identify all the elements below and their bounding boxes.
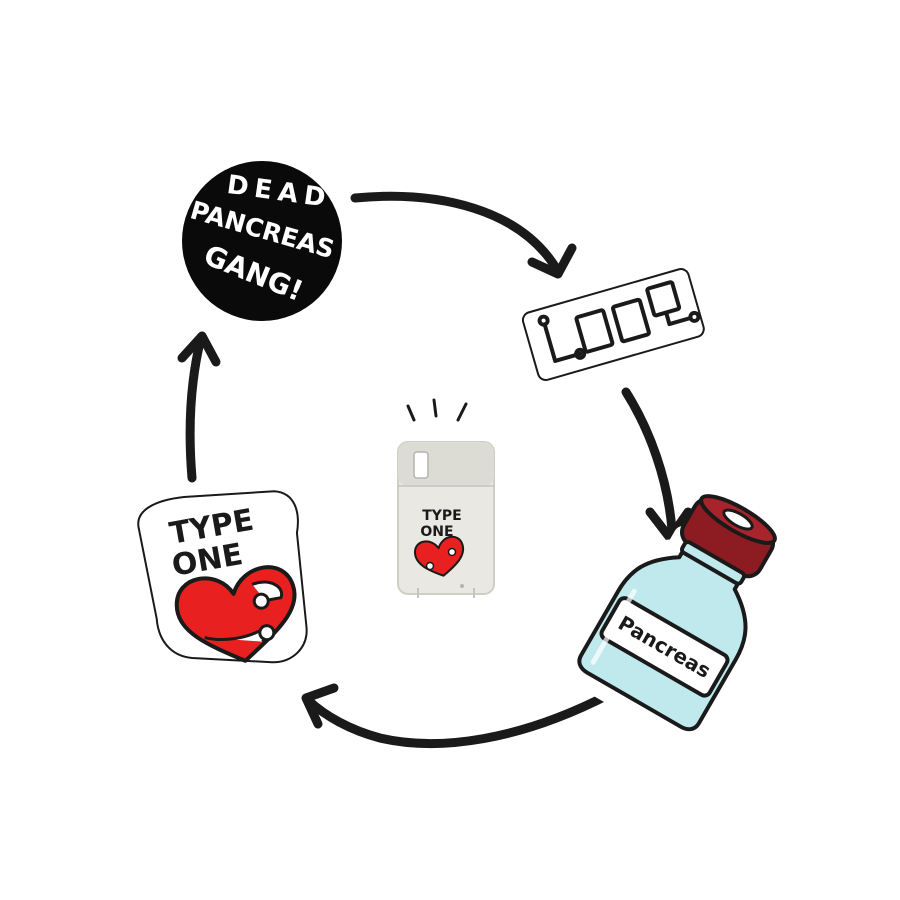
loop-sticker: LOOP [521,268,705,381]
cycle-arrows [177,191,693,749]
type-one-heart-sticker: TYPE ONE [137,490,308,664]
curved-arrow-icon [301,683,613,749]
device-text-line2: ONE [420,524,453,540]
insulin-vial-icon: Pancreas [559,494,777,748]
device-text-line1: TYPE [422,508,462,524]
curved-arrow-icon [621,387,693,543]
curved-arrow-icon [350,191,577,279]
motion-lines [406,398,468,422]
insulin-pump-pod-icon: TYPE ONE [397,398,495,598]
curved-arrow-icon [177,331,221,483]
dead-pancreas-gang-sticker: DEAD PANCREAS GANG! [182,161,342,321]
